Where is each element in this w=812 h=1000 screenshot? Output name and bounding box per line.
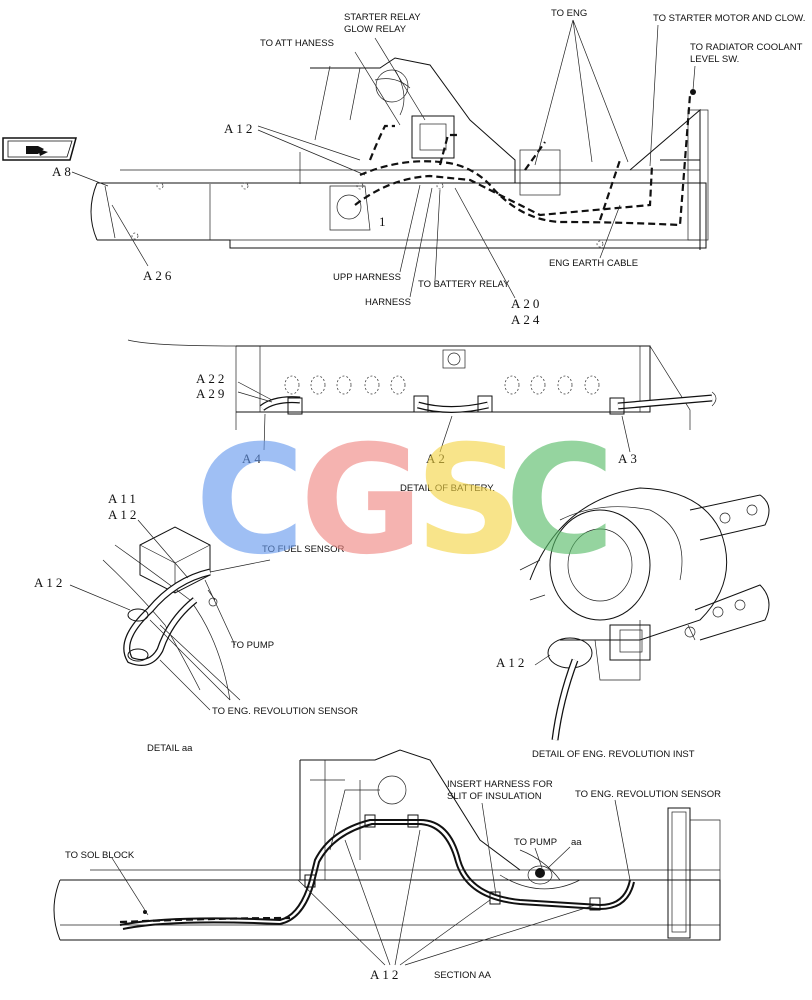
label-to-att-haness: TO ATT HANESS <box>260 38 334 49</box>
ref-a12-top: A12 <box>224 121 255 136</box>
label-to-eng: TO ENG <box>551 8 587 19</box>
ref-a4: A4 <box>242 451 264 466</box>
label-to-starter-motor: TO STARTER MOTOR AND CLOW. <box>653 13 805 24</box>
caption-detail-aa: DETAIL aa <box>147 743 193 754</box>
watermark-logo: C G S C <box>195 414 615 588</box>
page-navigation-icon[interactable] <box>2 137 77 161</box>
label-to-sol-block: TO SOL BLOCK <box>65 850 135 861</box>
watermark-letter: C <box>505 414 615 588</box>
top-frame-view <box>90 57 709 250</box>
ref-a26: A26 <box>143 268 174 283</box>
top-view-labels: STARTER RELAY GLOW RELAY TO ENG TO START… <box>52 8 805 327</box>
ref-a20: A20 <box>511 296 542 311</box>
ref-one: 1 <box>379 214 389 229</box>
caption-detail-of-battery: DETAIL OF BATTERY. <box>400 483 495 494</box>
label-insert-harness: INSERT HARNESS FOR <box>447 779 553 790</box>
eng-revolution-detail-labels: A12 DETAIL OF ENG. REVOLUTION INST <box>496 655 695 760</box>
label-starter-relay: STARTER RELAY <box>344 12 421 23</box>
detail-aa-view <box>69 519 271 711</box>
watermark-letter: G <box>300 414 423 588</box>
label-upp-harness: UPP HARNESS <box>333 272 401 283</box>
ref-a22: A22 <box>196 371 227 386</box>
ref-a24: A24 <box>511 312 542 327</box>
eng-revolution-detail-view <box>519 487 770 741</box>
label-slit-of-insulation: SLIT OF INSULATION <box>447 791 542 802</box>
label-to-pump-section: TO PUMP <box>514 837 557 848</box>
section-aa-labels: INSERT HARNESS FOR SLIT OF INSULATION TO… <box>65 779 721 982</box>
label-to-eng-rev-sensor: TO ENG. REVOLUTION SENSOR <box>212 706 358 717</box>
ref-a12-detail-aa: A12 <box>108 507 139 522</box>
label-aa: aa <box>571 837 582 848</box>
battery-detail-labels: A22 A29 A4 A2 A3 DETAIL OF BATTERY. <box>196 371 640 494</box>
ref-a12-detail-aa-side: A12 <box>34 575 65 590</box>
detail-aa-labels: A11 A12 A12 TO FUEL SENSOR TO PUMP TO EN… <box>34 491 358 754</box>
ref-a29: A29 <box>196 386 227 401</box>
label-to-pump: TO PUMP <box>231 640 274 651</box>
ref-a12-section: A12 <box>370 967 401 982</box>
watermark-letter: C <box>195 414 305 588</box>
caption-detail-eng-rev: DETAIL OF ENG. REVOLUTION INST <box>532 749 695 760</box>
label-to-radiator: TO RADIATOR COOLANT <box>690 42 803 53</box>
watermark-letter: S <box>415 414 523 588</box>
ref-a2: A2 <box>426 451 448 466</box>
section-aa-view <box>53 749 721 966</box>
label-to-eng-rev-sensor-section: TO ENG. REVOLUTION SENSOR <box>575 789 721 800</box>
label-eng-earth-cable: ENG EARTH CABLE <box>549 258 638 269</box>
battery-detail-view <box>127 339 717 453</box>
caption-section-aa: SECTION AA <box>434 970 492 981</box>
ref-a3: A3 <box>618 451 640 466</box>
ref-a12-eng-rev: A12 <box>496 655 527 670</box>
ref-a11: A11 <box>108 491 139 506</box>
label-level-sw: LEVEL SW. <box>690 54 739 65</box>
ref-a8: A8 <box>52 164 74 179</box>
label-to-battery-relay: TO BATTERY RELAY <box>418 279 510 290</box>
label-to-fuel-sensor: TO FUEL SENSOR <box>262 544 344 555</box>
label-harness: HARNESS <box>365 297 411 308</box>
label-glow-relay: GLOW RELAY <box>344 24 407 35</box>
